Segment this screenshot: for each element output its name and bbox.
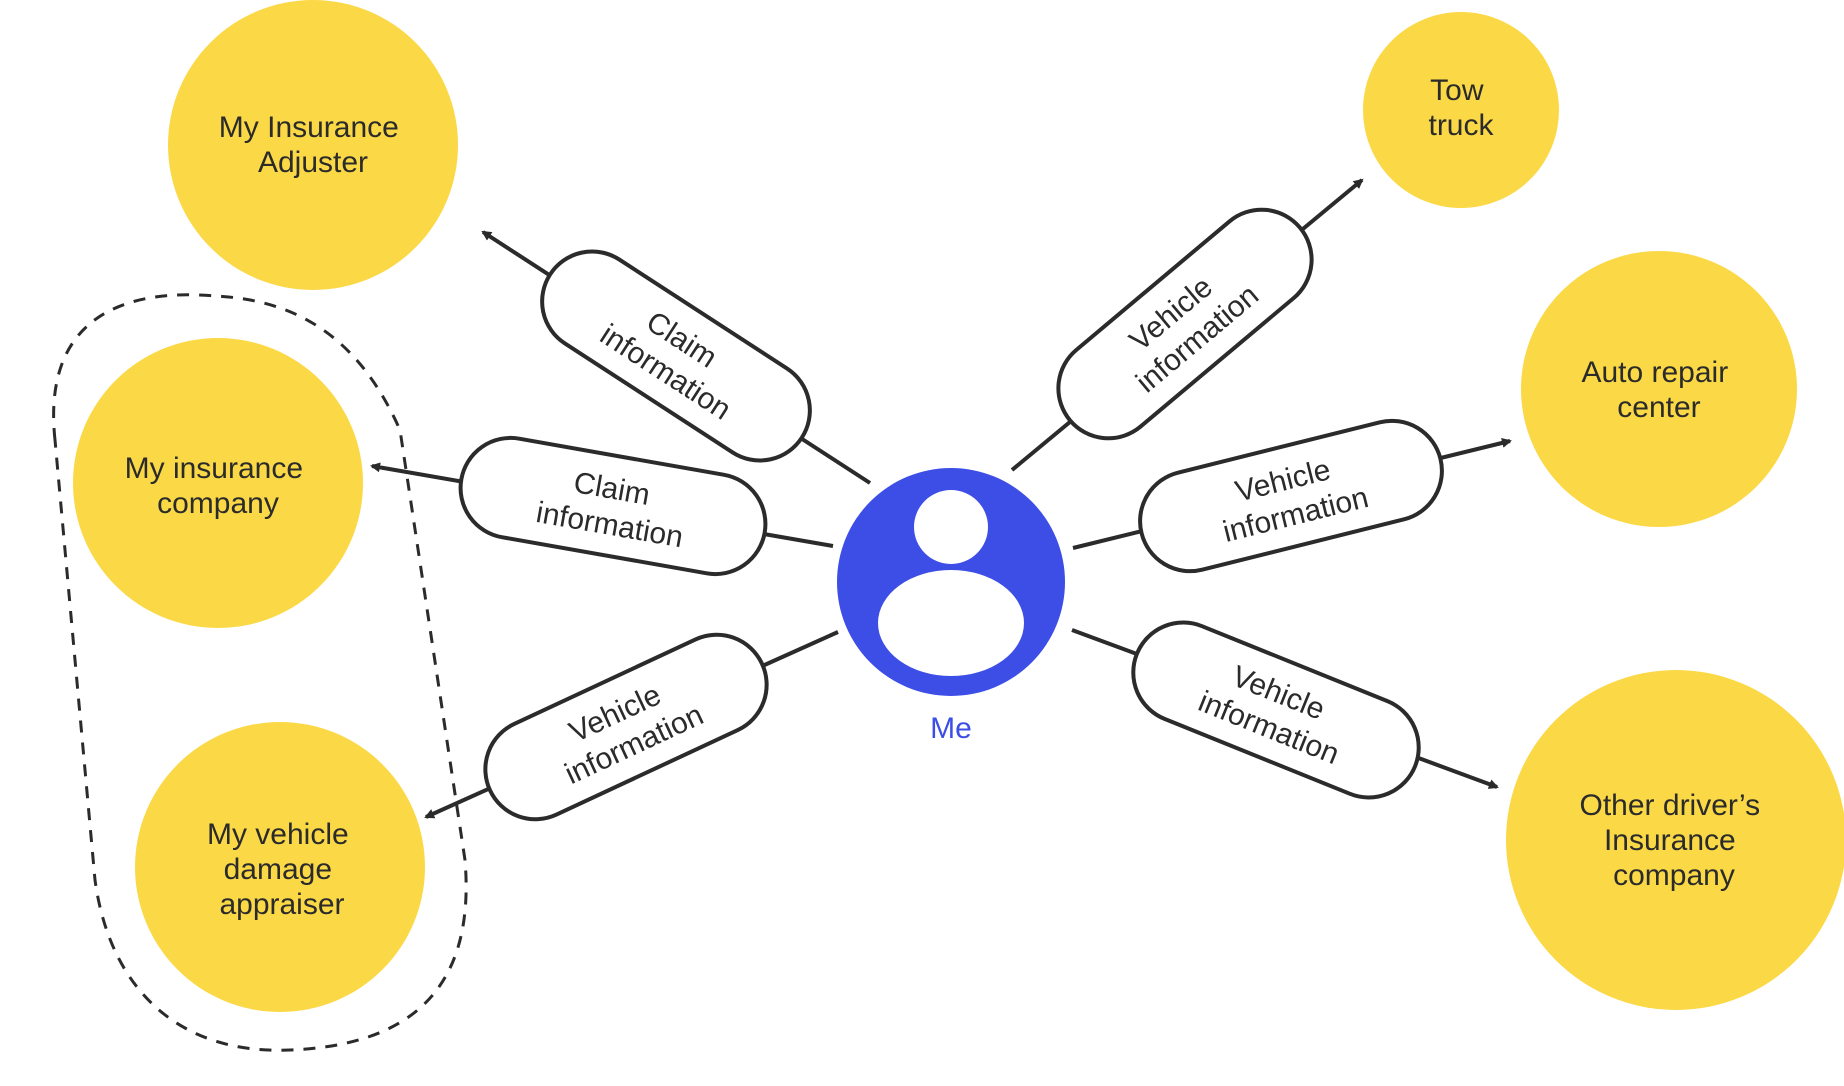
pill-to-tow: Vehicle information <box>1056 207 1314 441</box>
pill-to-other: Vehicle information <box>1131 620 1421 800</box>
pill-to-repair: Vehicle information <box>1138 418 1444 574</box>
center-me-label: Me <box>930 712 972 745</box>
node-tow <box>1363 12 1559 208</box>
pill-to-appraiser: Vehicle information <box>483 632 769 822</box>
node-other <box>1506 670 1844 1010</box>
node-repair-label: Auto repair center <box>1581 356 1736 424</box>
pill-to-company: Claim information <box>458 435 768 577</box>
node-repair <box>1521 251 1797 527</box>
node-company-label: My insurance company <box>125 452 312 520</box>
node-adjuster-label: My Insurance Adjuster <box>219 111 407 179</box>
pill-to-adjuster: Claim information <box>540 249 812 463</box>
node-adjuster <box>168 0 458 290</box>
center-me <box>837 468 1065 696</box>
person-icon <box>878 490 1024 676</box>
node-tow-label: Tow truck <box>1428 74 1494 142</box>
node-appraiser <box>135 722 425 1012</box>
node-appraiser-label: My vehicle damage appraiser <box>207 818 357 921</box>
node-company <box>73 338 363 628</box>
node-other-label: Other driver’s Insurance company <box>1580 789 1769 892</box>
